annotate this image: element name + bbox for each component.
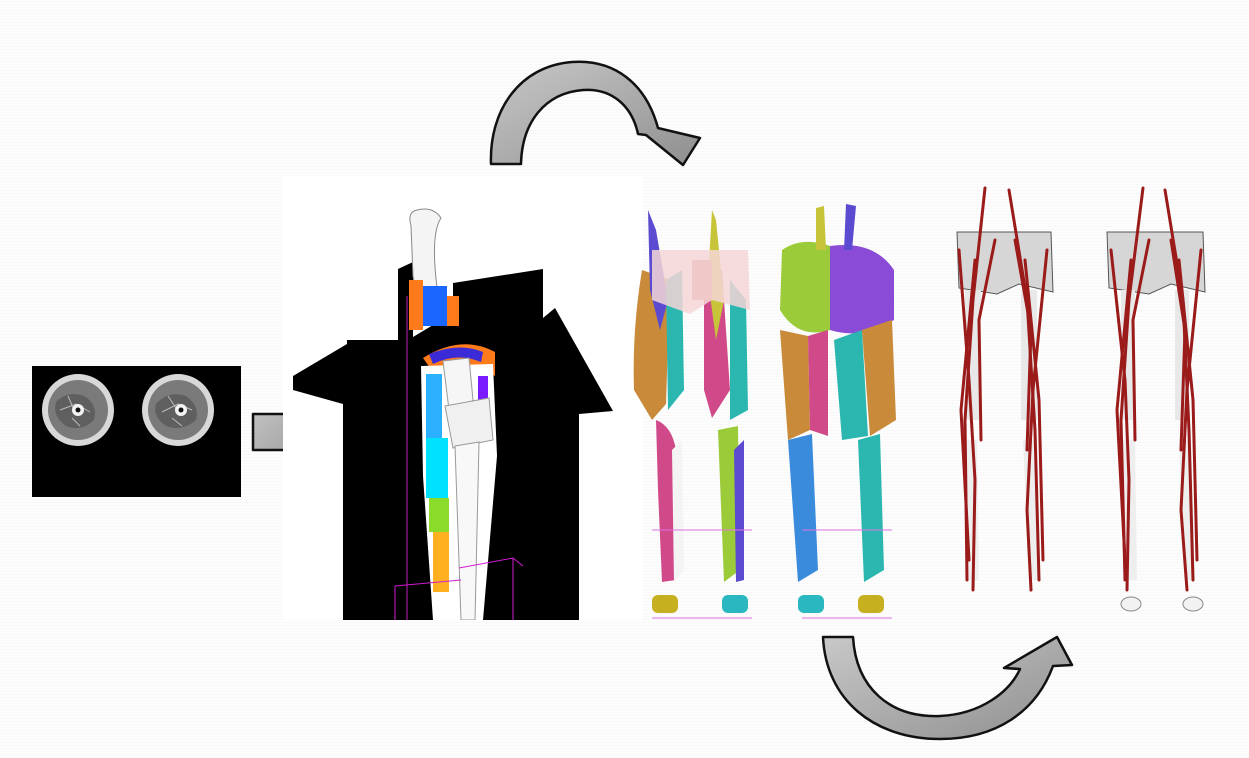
curved-arrow-top-icon bbox=[491, 62, 700, 165]
segmented-leg-icon bbox=[283, 176, 643, 620]
mri-cross-section-image bbox=[32, 366, 241, 497]
lower-limb-muscles-icon bbox=[612, 190, 934, 630]
muscle-models-image bbox=[612, 190, 934, 630]
curved-arrow-bottom-icon bbox=[823, 637, 1072, 739]
muscle-paths-image bbox=[935, 180, 1235, 620]
mri-thighs-icon bbox=[32, 366, 241, 497]
musculoskeletal-model-icon bbox=[935, 180, 1235, 620]
segmentation-view-image bbox=[283, 176, 643, 620]
